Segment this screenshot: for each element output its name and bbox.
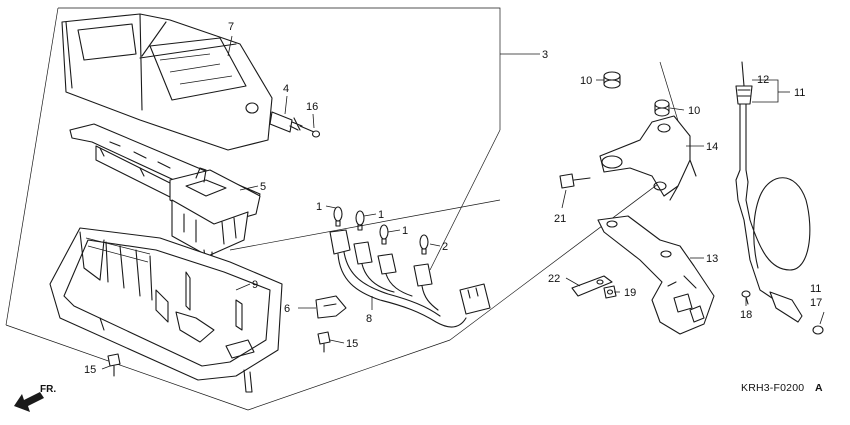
meter-bracket-part [599, 115, 697, 201]
callout-10-lower: 10 [688, 105, 700, 117]
callout-22: 22 [548, 273, 560, 285]
callout-19: 19 [624, 287, 636, 299]
callout-1b: 1 [378, 209, 384, 221]
callout-14: 14 [706, 141, 718, 153]
bolt-16-part [299, 125, 321, 138]
front-label: FR. [40, 384, 56, 395]
callout-18: 18 [740, 309, 752, 321]
callout-3: 3 [542, 49, 548, 61]
callout-12: 12 [757, 74, 769, 86]
wire-harness-part [329, 229, 491, 328]
callout-5: 5 [260, 181, 266, 193]
callout-1a: 1 [316, 201, 322, 213]
callout-7: 7 [228, 21, 234, 33]
screw-15-mid-part [317, 331, 331, 353]
callout-13: 13 [706, 253, 718, 265]
callout-11-upper: 11 [794, 87, 805, 99]
bolt-21-part [559, 173, 591, 189]
screw-15-left-part [107, 353, 121, 377]
callout-11-lower: 11 [810, 283, 821, 295]
callout-4: 4 [283, 83, 289, 95]
callout-17: 17 [810, 297, 822, 309]
leader-lines [101, 35, 825, 370]
meter-assembly-part [69, 123, 261, 265]
lower-bracket-part [597, 215, 715, 335]
callout-1c: 1 [402, 225, 408, 237]
bulb-1b-part [355, 210, 365, 231]
nut-19-part [603, 285, 617, 299]
grommet-10-lower-part [654, 99, 670, 117]
callout-10-upper: 10 [580, 75, 592, 87]
oring-17-part [812, 325, 824, 335]
callout-9: 9 [252, 279, 258, 291]
callout-15-mid: 15 [346, 338, 358, 350]
bulb-1c-part [379, 224, 389, 245]
meter-case-part [49, 227, 283, 393]
harness-clamp-part [315, 295, 347, 319]
diagram-code-text: KRH3-F0200 [741, 382, 804, 394]
callout-15-left: 15 [84, 364, 96, 376]
diagram-code: KRH3-F0200 A [741, 382, 823, 394]
bulb-1a-part [333, 206, 343, 227]
grommet-10-upper-part [603, 71, 621, 89]
callout-6: 6 [284, 303, 290, 315]
diagram-code-suffix: A [815, 382, 823, 394]
callout-21: 21 [554, 213, 566, 225]
callout-16: 16 [306, 101, 318, 113]
callout-8: 8 [366, 313, 372, 325]
adjuster-screw-part [269, 111, 303, 133]
front-direction-arrow: FR. [14, 384, 56, 412]
bulb-2-part [419, 234, 429, 255]
speedometer-cable-part [735, 61, 811, 323]
stay-22-part [571, 275, 613, 297]
callout-2: 2 [442, 241, 448, 253]
callout-labels: 7 4 16 3 10 10 12 11 14 5 1 1 1 2 21 9 1… [84, 21, 822, 376]
meter-cover-part [61, 13, 273, 151]
